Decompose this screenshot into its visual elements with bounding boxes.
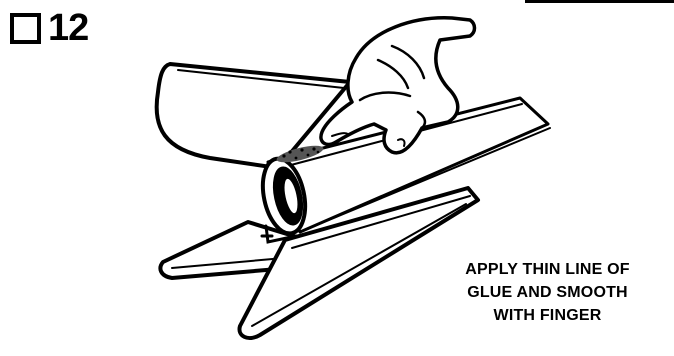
caption-line: APPLY THIN LINE OF bbox=[425, 258, 670, 281]
step-header: 12 bbox=[10, 6, 88, 50]
caption-line: WITH FINGER bbox=[425, 304, 670, 327]
empty-checkbox-icon[interactable] bbox=[10, 13, 41, 44]
caption-line: GLUE AND SMOOTH bbox=[425, 281, 670, 304]
step-number: 12 bbox=[48, 9, 88, 47]
instruction-caption: APPLY THIN LINE OF GLUE AND SMOOTH WITH … bbox=[425, 258, 670, 327]
